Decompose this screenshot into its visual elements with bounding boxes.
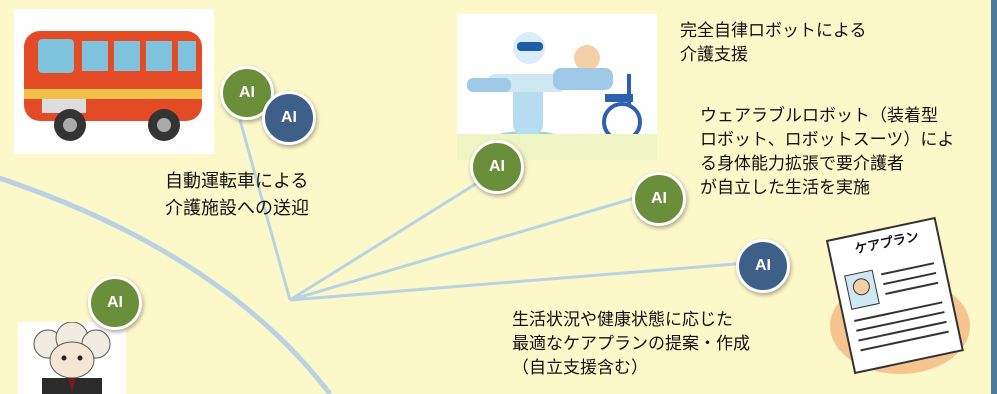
label-line: 介護支援 [680,45,748,65]
label-line: 生活状況や健康状態に応じた [512,310,733,330]
label-line: ロボット、ロボットスーツ）によ [700,130,955,150]
robot-care-label: 完全自律ロボットによる 介護支援 [680,19,867,67]
care-plan-document-icon [825,216,970,375]
sheep-mascot-picture [18,321,126,394]
right-edge-bar [991,0,997,394]
line-to-careplan [289,260,761,302]
label-line: 自動運転車による [165,171,309,192]
line-to-wearable [289,193,646,302]
label-line: （自立支援含む） [512,358,648,378]
line-to-van [238,119,292,301]
label-line: 最適なケアプランの提案・作成 [512,334,750,354]
ai-badge: AI [736,239,790,293]
label-line: 完全自律ロボットによる [680,21,867,41]
care-plan-label: 生活状況や健康状態に応じた 最適なケアプランの提案・作成 （自立支援含む） [512,308,750,380]
ai-badge: AI [470,140,524,194]
wearable-label: ウェアラブルロボット（装着型 ロボット、ロボットスーツ）によ る身体能力拡張で要… [700,104,954,200]
label-line: る身体能力拡張で要介護者 [700,154,904,174]
ai-badge: AI [632,172,686,226]
robot-care-picture [457,14,657,160]
van-icon [24,31,202,141]
care-plan-picture: ケアプラン [820,216,970,376]
auto-drive-label: 自動運転車による 介護施設への送迎 [165,168,309,222]
line-to-robot [289,173,491,302]
label-line: が自立した生活を実施 [700,178,870,198]
hub-arc [0,175,332,394]
label-line: ウェアラブルロボット（装着型 [700,106,938,126]
ai-badge: AI [88,276,142,330]
label-line: 介護施設への送迎 [165,198,309,219]
sheep-mascot-icon [18,321,126,394]
van-picture [14,9,214,154]
ai-badge: AI [262,91,316,145]
